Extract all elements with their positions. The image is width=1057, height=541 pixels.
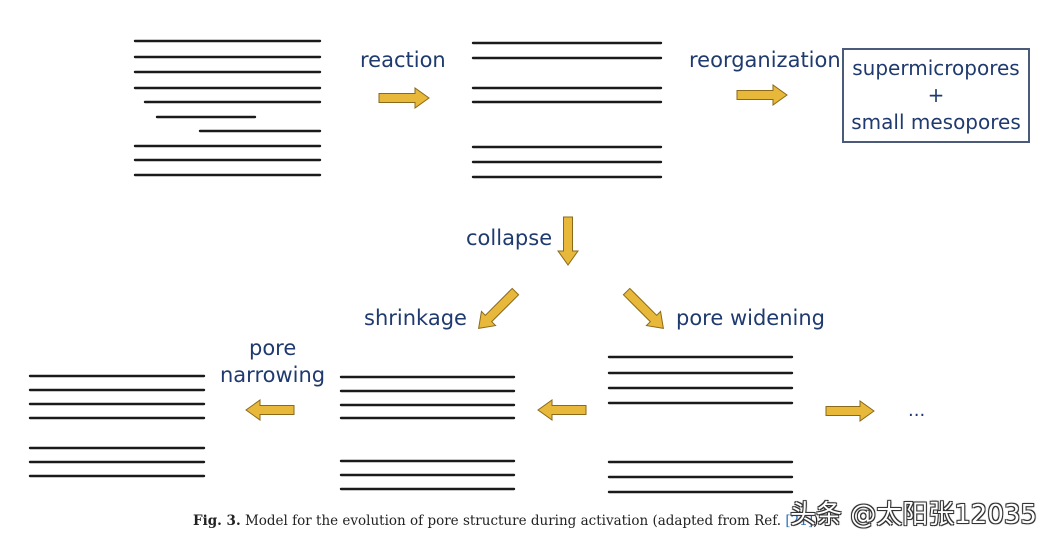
stack-after-reaction — [471, 41, 663, 179]
label-ellipsis: ... — [908, 400, 926, 421]
arrow-reaction-icon — [378, 87, 430, 109]
arrow-shrunk-to-narrowed-icon — [245, 399, 295, 421]
label-reorganization: reorganization — [689, 48, 841, 72]
label-shrinkage: shrinkage — [364, 306, 467, 330]
arrow-continue-icon — [825, 400, 875, 422]
watermark: 头条 @太阳张12035 — [790, 500, 1037, 530]
label-reaction: reaction — [360, 48, 446, 72]
arrow-pore-widening-icon — [622, 287, 664, 329]
stack-shrunk — [339, 375, 516, 491]
result-line-1: supermicropores — [852, 56, 1020, 80]
stack-pore-widened — [607, 355, 794, 494]
caption-suffix: ). — [813, 513, 823, 529]
label-pore-narrowing-line1: pore — [249, 336, 297, 360]
stack-narrowed — [28, 374, 206, 478]
arrow-reorganization-icon — [736, 84, 788, 106]
caption-prefix: Fig. 3. — [193, 513, 241, 529]
result-box: supermicropores + small mesopores — [842, 48, 1030, 143]
arrow-widened-to-shrunk-icon — [537, 399, 587, 421]
result-line-3: small mesopores — [851, 110, 1021, 134]
caption-text: Model for the evolution of pore structur… — [244, 513, 786, 529]
stack-initial — [133, 39, 322, 177]
label-collapse: collapse — [466, 226, 553, 250]
caption-ref-link[interactable]: [21] — [785, 513, 814, 529]
arrow-collapse-icon — [557, 216, 579, 266]
result-line-2: + — [927, 83, 945, 107]
figure-caption: Fig. 3. Model for the evolution of pore … — [193, 513, 823, 529]
label-pore-widening: pore widening — [676, 306, 825, 330]
arrow-shrinkage-icon — [478, 287, 520, 329]
label-pore-narrowing-line2: narrowing — [220, 363, 326, 387]
